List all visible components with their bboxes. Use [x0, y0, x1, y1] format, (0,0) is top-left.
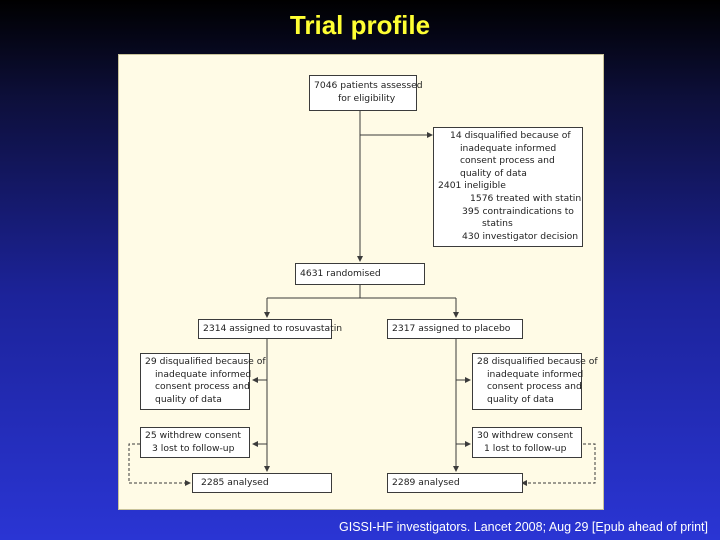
box-line: 2285 analysed	[201, 477, 269, 488]
citation-text: GISSI-HF investigators. Lancet 2008; Aug…	[339, 520, 708, 534]
box-line: consent process and	[155, 381, 250, 393]
flowchart-panel: 7046 patients assessed for eligibility 1…	[118, 54, 604, 510]
rosuvastatin-analysed-box: 2285 analysed	[192, 473, 332, 493]
box-line: for eligibility	[338, 92, 396, 104]
placebo-assigned-box: 2317 assigned to placebo	[387, 319, 523, 339]
rosuvastatin-disqualified-box: 29 disqualified because of inadequate in…	[140, 353, 266, 410]
rosuvastatin-withdrew-box: 25 withdrew consent 3 lost to follow-up	[140, 427, 250, 458]
randomised-box: 4631 randomised	[295, 263, 425, 285]
box-line: 28 disqualified because of	[477, 356, 598, 367]
left-dashed-return	[128, 443, 191, 486]
box-line: 3 lost to follow-up	[152, 442, 235, 454]
rosuvastatin-assigned-box: 2314 assigned to rosuvastatin	[198, 319, 343, 339]
box-line: 1 lost to follow-up	[484, 442, 567, 454]
box-line: 7046 patients assessed	[314, 80, 423, 91]
flow-connectors	[128, 111, 596, 486]
box-line: 430 investigator decision	[462, 230, 579, 242]
box-line: quality of data	[460, 167, 527, 179]
box-line: 2314 assigned to rosuvastatin	[203, 323, 343, 334]
box-line: 2317 assigned to placebo	[392, 323, 511, 334]
assessed-box: 7046 patients assessed for eligibility	[309, 75, 423, 111]
box-line: inadequate informed	[155, 368, 252, 380]
box-line: inadequate informed	[487, 368, 584, 380]
box-line: 2401 ineligible	[438, 180, 506, 192]
box-line: consent process and	[487, 381, 582, 393]
box-line: quality of data	[155, 393, 222, 405]
box-line: statins	[482, 218, 513, 230]
slide-title: Trial profile	[289, 10, 431, 40]
box-line: 25 withdrew consent	[145, 430, 241, 441]
box-line: inadequate informed	[460, 142, 557, 154]
box-line: 14 disqualified because of	[450, 130, 571, 141]
box-line: consent process and	[460, 155, 555, 167]
box-line: 2289 analysed	[392, 477, 460, 488]
box-line: 395 contraindications to	[462, 205, 574, 217]
box-line: 29 disqualified because of	[145, 356, 266, 367]
right-dashed-return	[521, 443, 596, 486]
box-line: 30 withdrew consent	[477, 430, 573, 441]
placebo-analysed-box: 2289 analysed	[387, 473, 523, 493]
box-line: 4631 randomised	[300, 268, 381, 279]
placebo-withdrew-box: 30 withdrew consent 1 lost to follow-up	[472, 427, 582, 458]
placebo-disqualified-box: 28 disqualified because of inadequate in…	[472, 353, 598, 410]
box-line: 1576 treated with statin	[470, 192, 582, 204]
box-line: quality of data	[487, 393, 554, 405]
excluded-box: 14 disqualified because of inadequate in…	[433, 127, 583, 247]
